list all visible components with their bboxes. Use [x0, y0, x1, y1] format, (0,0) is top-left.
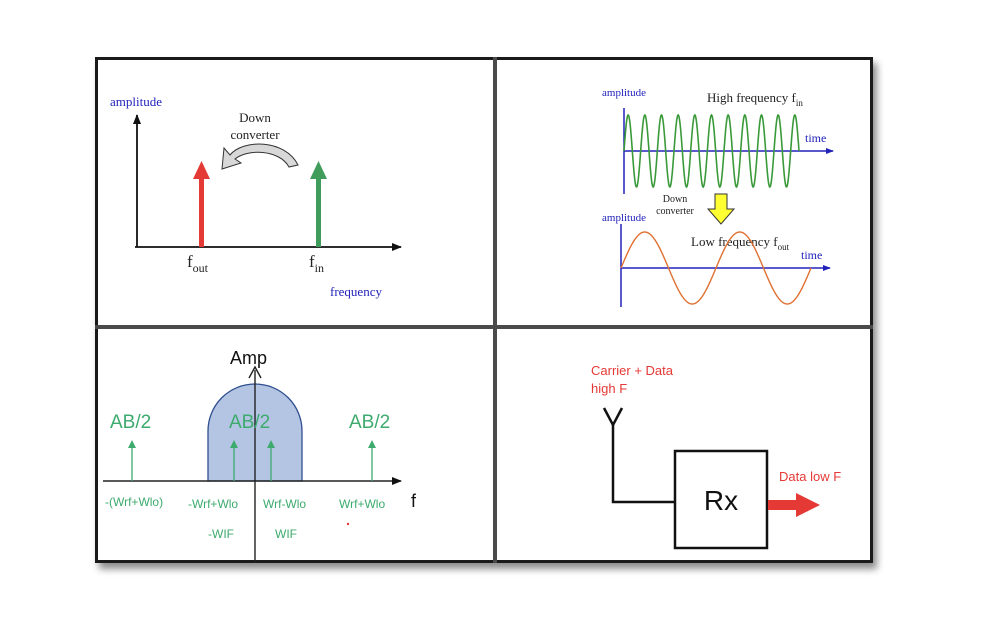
down-arrow-icon: [706, 193, 736, 225]
component-arrowhead-neg-if-icon: [230, 440, 238, 448]
sub-label-neg-if: -WIF: [208, 527, 234, 541]
stray-dot: [346, 522, 350, 526]
input-signal-line1: Carrier + Data: [591, 363, 674, 378]
antenna-icon: [602, 407, 624, 428]
panel-spectrum-downconvert: amplitude Down converter fout fin freque…: [110, 94, 402, 299]
antenna-feed-line: [611, 425, 675, 504]
input-signal-line2: high F: [591, 381, 627, 396]
panel-receiver-block: Carrier + Data high F Rx Data low F: [591, 363, 841, 550]
amp-label-center: AB/2: [229, 412, 270, 433]
amp-axis-label: Amp: [230, 348, 267, 368]
output-signal-label: Data low F: [779, 469, 841, 484]
component-arrowhead-pos-sum-icon: [368, 440, 376, 448]
tick-pos-diff: Wrf-Wlo: [263, 497, 306, 511]
panel-mixer-spectrum: Amp f AB/2 AB/2 AB/2 -(Wrf+Wlo) -Wrf+Wlo…: [103, 348, 417, 563]
tick-pos-sum: Wrf+Wlo: [339, 497, 385, 511]
converter-label-line2: converter: [230, 127, 280, 142]
frequency-axis-label: frequency: [330, 284, 382, 299]
f-axis-label: f: [411, 491, 417, 511]
f-in-arrow-head-icon: [310, 161, 327, 179]
f-out-label: fout: [187, 252, 209, 275]
component-arrowhead-neg-sum-icon: [128, 440, 136, 448]
top-amplitude-label: amplitude: [602, 87, 646, 99]
low-frequency-title: Low frequency fout: [691, 234, 790, 252]
f-out-arrow-head-icon: [193, 161, 210, 179]
top-time-label: time: [805, 131, 826, 145]
bottom-amplitude-label: amplitude: [602, 212, 646, 224]
component-arrowhead-pos-if-icon: [267, 440, 275, 448]
panel-time-domain: amplitude High frequency fin time Down c…: [602, 87, 834, 307]
output-arrow-icon: [768, 493, 820, 517]
amp-axis-arrowhead-icon: [248, 365, 262, 379]
f-in-label: fin: [309, 252, 324, 275]
low-frequency-wave: [620, 231, 812, 305]
f-in-arrow-shaft: [316, 177, 321, 247]
tick-neg-diff: -Wrf+Wlo: [188, 497, 238, 511]
receiver-label: Rx: [704, 485, 738, 516]
tr-converter-line1: Down: [663, 194, 687, 205]
bottom-time-label: time: [801, 248, 822, 262]
figure-frame: amplitude Down converter fout fin freque…: [95, 57, 873, 563]
sub-label-pos-if: WIF: [275, 527, 297, 541]
diagram-canvas: amplitude Down converter fout fin freque…: [95, 57, 873, 563]
tick-neg-sum: -(Wrf+Wlo): [105, 495, 163, 509]
tr-converter-line2: converter: [656, 206, 694, 217]
downconvert-curved-arrow-icon: [221, 143, 299, 170]
high-frequency-wave: [623, 113, 800, 189]
amplitude-axis-label: amplitude: [110, 94, 162, 109]
amp-label-right: AB/2: [349, 412, 390, 433]
f-out-arrow-shaft: [199, 177, 204, 247]
high-frequency-title: High frequency fin: [707, 90, 803, 108]
amp-label-left: AB/2: [110, 412, 151, 433]
receiver-block: [673, 449, 769, 550]
converter-label-line1: Down: [239, 110, 271, 125]
